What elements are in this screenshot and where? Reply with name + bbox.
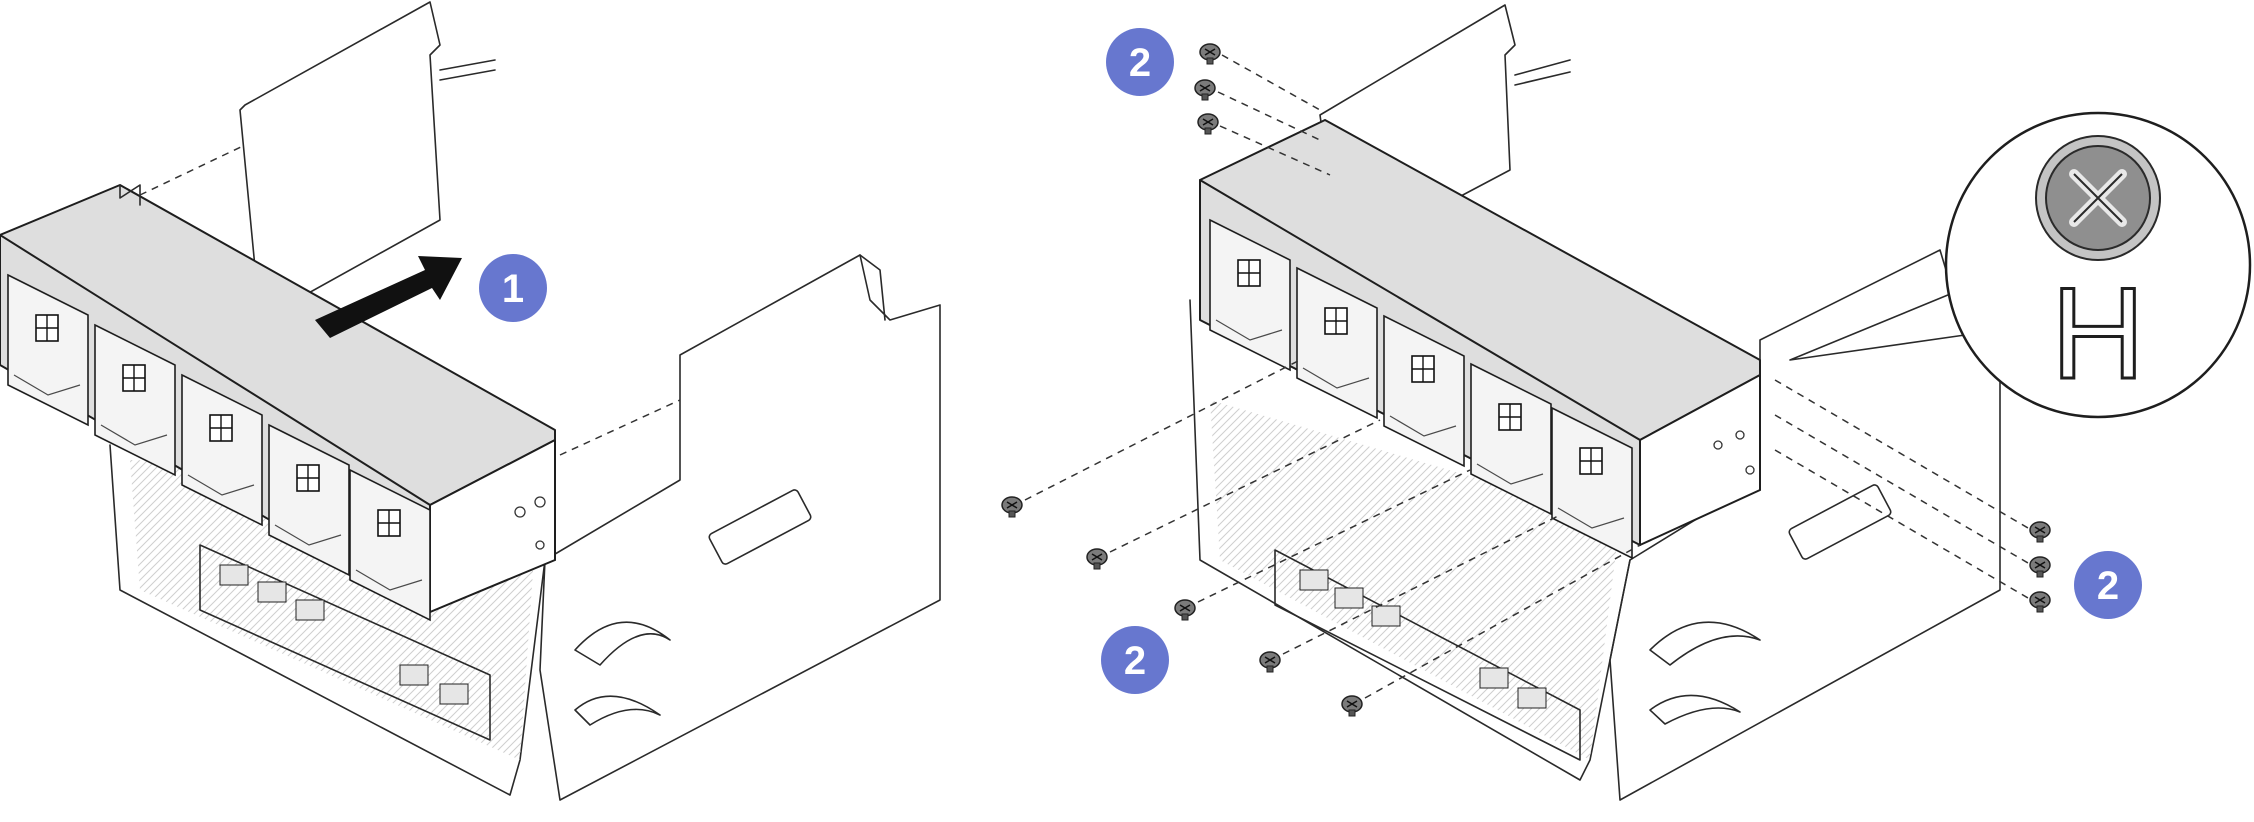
- side-screw-2: [2029, 556, 2051, 578]
- step-2-number-right: 2: [2097, 564, 2119, 608]
- right-illustration: H 2 2 2: [1001, 4, 2252, 801]
- step-1-badge: 1: [479, 254, 547, 322]
- right-connector-block: [1274, 549, 1581, 761]
- top-screw-3: [1197, 113, 1219, 135]
- side-screw-1: [2029, 521, 2051, 543]
- left-fan-cage: [0, 184, 556, 621]
- screwdriver-type-label: H: [2051, 260, 2145, 406]
- left-chassis-body: [109, 444, 546, 796]
- screw-callout: H: [1789, 111, 2252, 419]
- top-screw-2: [1194, 79, 1216, 101]
- top-screw-1: [1199, 43, 1221, 65]
- step-2-number-top: 2: [1129, 41, 1151, 85]
- right-fan-cage: [1199, 119, 1761, 559]
- bottom-screw-1: [1001, 496, 1023, 518]
- bottom-screw-2: [1086, 548, 1108, 570]
- left-chassis-side-panel: [539, 254, 941, 801]
- step-2-badge-left: 2: [1101, 626, 1169, 694]
- left-bulkhead-plate: [239, 1, 441, 321]
- right-chassis-body: [1189, 299, 1631, 781]
- side-screw-3: [2029, 591, 2051, 613]
- phillips-screw-icon: [2035, 135, 2161, 261]
- push-arrow: [315, 256, 462, 338]
- left-connector-block: [199, 544, 491, 741]
- step-1-number: 1: [502, 267, 524, 311]
- bottom-screw-3: [1174, 599, 1196, 621]
- step-2-badge-top: 2: [1106, 28, 1174, 96]
- step-2-number-left: 2: [1124, 639, 1146, 683]
- left-illustration: 1: [0, 1, 941, 801]
- step-2-badge-right: 2: [2074, 551, 2142, 619]
- bottom-screw-5: [1341, 695, 1363, 717]
- bottom-screw-4: [1259, 651, 1281, 673]
